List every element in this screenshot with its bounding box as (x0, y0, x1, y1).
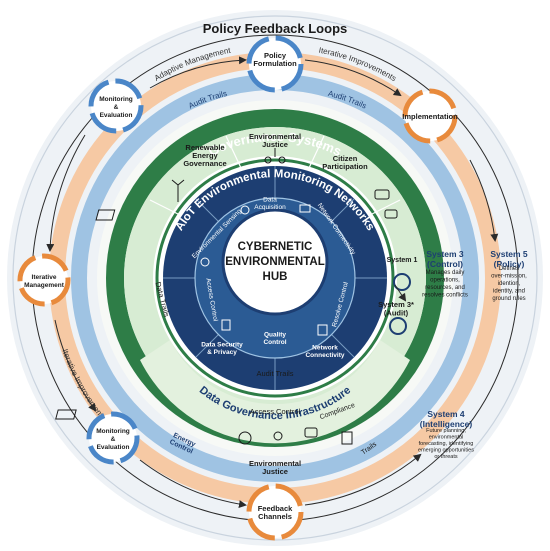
community-icon (273, 431, 283, 441)
system-1-label: System 1 (387, 257, 418, 264)
monitoring-evaluation-top-node: Monitoring&Evaluation (88, 78, 144, 134)
access-control-label: Access Control (250, 407, 301, 416)
system-3-star-label: System 3*(Audit) (378, 300, 414, 318)
database-icon (221, 319, 231, 331)
implementation-node: Implementation (402, 88, 458, 144)
hand-plant-icon (238, 431, 252, 445)
server-stack-icon (317, 324, 328, 336)
data-security-label: Data Security& Privacy (201, 341, 243, 356)
cybernetic-hub (221, 208, 329, 316)
system-5-title: System 5(Policy) (490, 249, 528, 269)
solar-panel-icon (95, 209, 116, 221)
wifi-icon (240, 205, 250, 215)
svg-text:Monitoring&Evaluation: Monitoring&Evaluation (96, 428, 130, 451)
clipboard-icon (341, 431, 353, 445)
solar-array-icon (55, 409, 77, 420)
svg-text:Monitoring&Evaluation: Monitoring&Evaluation (99, 96, 133, 119)
people-icon (264, 156, 286, 164)
hub-line-1: CYBERNETIC (238, 241, 313, 253)
audit-trails-inner-label: Audit Trails (256, 369, 293, 378)
system-3-title: System 3(Control) (426, 249, 464, 269)
chat-bubble-icon (374, 189, 398, 219)
svg-text:Implementation: Implementation (402, 112, 458, 121)
lock-icon (200, 257, 210, 267)
document-icon (304, 427, 318, 438)
hub-line-3: HUB (263, 271, 288, 283)
system-4-title: System 4(Intelligence) (420, 409, 473, 429)
wind-turbine-icon (171, 179, 185, 202)
monitoring-evaluation-bottom-node: Monitoring&Evaluation (86, 411, 140, 465)
server-icon (299, 204, 311, 213)
page-title: Policy Feedback Loops (203, 21, 348, 36)
hub-line-2: ENVIRONMENTAL (225, 256, 324, 268)
